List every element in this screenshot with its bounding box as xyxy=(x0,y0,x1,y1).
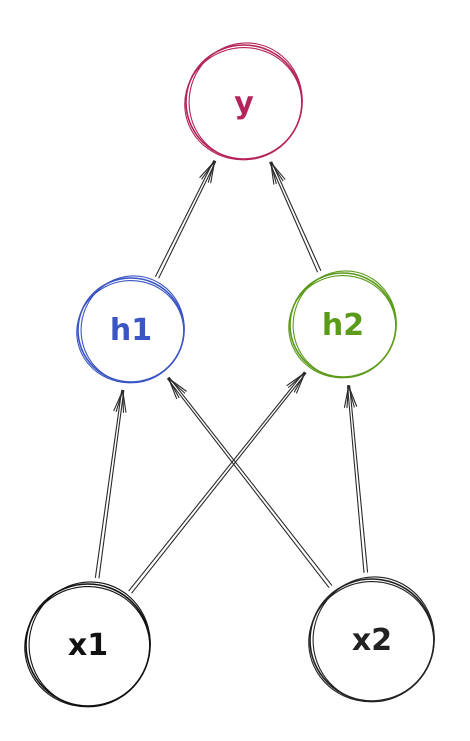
edge-arrowhead xyxy=(207,160,216,183)
node-x2-circle xyxy=(308,576,435,703)
node-x1-stroke xyxy=(24,586,151,708)
edge-h1-to-y xyxy=(155,160,217,279)
edge-arrowhead xyxy=(348,385,355,408)
node-x1: x1 xyxy=(24,581,151,708)
edge-shaft xyxy=(94,389,123,578)
edge-x2-to-h1 xyxy=(167,376,333,588)
node-x1-label: x1 xyxy=(68,628,108,663)
node-h1-circle xyxy=(76,275,185,384)
node-h1: h1 xyxy=(76,275,185,384)
edge-arrowhead xyxy=(167,377,186,394)
edge-arrowhead xyxy=(270,161,275,185)
node-x2: x2 xyxy=(308,576,435,703)
edge-arrowhead xyxy=(286,372,306,387)
node-y-stroke xyxy=(184,47,303,161)
edge-x2-to-h2 xyxy=(343,385,369,574)
edge-arrowhead xyxy=(270,161,284,182)
edge-x1-to-h2 xyxy=(128,371,307,594)
edge-shaft xyxy=(128,371,305,592)
edge-shaft xyxy=(98,390,125,579)
edges-group xyxy=(94,160,369,594)
edge-shaft xyxy=(158,161,217,279)
edge-shaft xyxy=(131,372,307,594)
edge-arrowhead xyxy=(167,377,178,400)
edge-shaft xyxy=(155,160,215,277)
edge-shaft xyxy=(349,385,369,573)
edge-h2-to-y xyxy=(269,161,322,273)
edge-x1-to-h1 xyxy=(94,389,127,579)
edge-shaft xyxy=(271,161,322,271)
node-y-circle xyxy=(184,42,303,161)
node-x1-circle xyxy=(24,581,151,708)
edge-shaft xyxy=(168,376,333,586)
node-y-label: y xyxy=(234,86,254,121)
edge-arrowhead xyxy=(293,372,306,393)
edge-arrowhead xyxy=(122,389,125,413)
edge-shaft xyxy=(346,385,365,574)
edge-arrowhead xyxy=(199,160,216,178)
edge-arrowhead xyxy=(113,389,124,412)
node-x2-stroke xyxy=(308,581,435,703)
node-h1-stroke xyxy=(76,280,185,384)
node-x2-label: x2 xyxy=(352,623,392,658)
edge-shaft xyxy=(167,378,330,588)
edge-shaft xyxy=(269,162,318,273)
node-h1-label: h1 xyxy=(110,313,152,348)
node-h2-label: h2 xyxy=(322,308,364,343)
node-h2: h2 xyxy=(288,270,397,379)
node-y: y xyxy=(184,42,303,161)
node-h2-circle xyxy=(288,270,397,379)
node-h2-stroke xyxy=(288,275,397,379)
edge-arrowhead xyxy=(343,385,350,408)
